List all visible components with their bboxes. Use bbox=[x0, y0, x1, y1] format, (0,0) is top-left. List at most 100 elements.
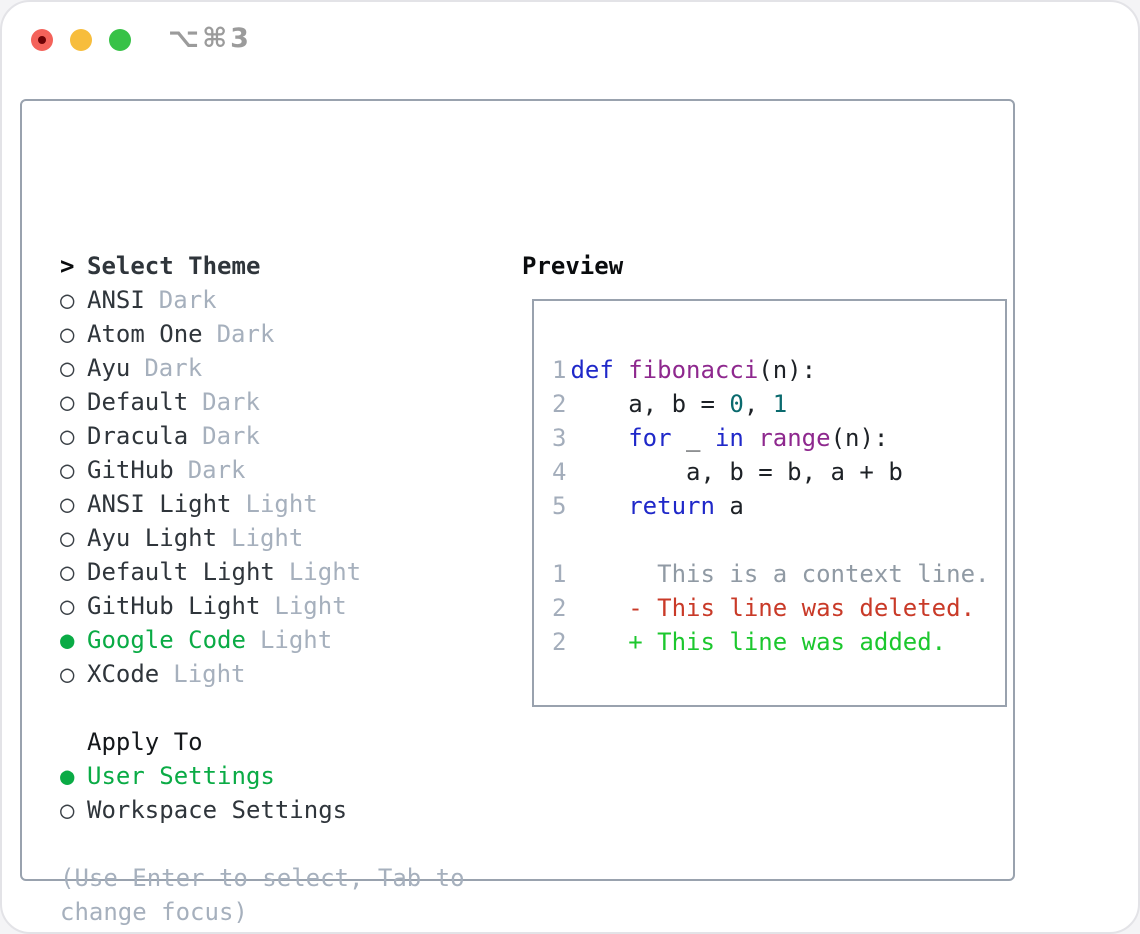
theme-name: Default Light bbox=[87, 558, 275, 586]
line-number: 3 bbox=[552, 424, 567, 452]
radio-unselected-icon: ○ bbox=[60, 796, 75, 824]
code-line: 4 a, b = b, a + b bbox=[552, 455, 989, 489]
apply-option-user-settings[interactable]: ● User Settings bbox=[60, 759, 361, 793]
theme-option-dracula-dark[interactable]: ○ Dracula Dark bbox=[60, 419, 361, 453]
keyword-token: def bbox=[570, 356, 629, 384]
theme-option-ayu-dark[interactable]: ○ Ayu Dark bbox=[60, 351, 361, 385]
radio-selected-icon: ● bbox=[60, 626, 75, 654]
theme-name: Google Code bbox=[87, 626, 246, 654]
diff-context-line: 1 This is a context line. bbox=[552, 557, 989, 591]
theme-variant: Dark bbox=[144, 354, 203, 382]
code-line: 3 for _ in range(n): bbox=[552, 421, 989, 455]
line-number: 2 bbox=[552, 628, 567, 656]
apply-option-workspace-settings[interactable]: ○ Workspace Settings bbox=[60, 793, 361, 827]
theme-name: Atom One bbox=[87, 320, 203, 348]
theme-option-ayu-light[interactable]: ○ Ayu Light Light bbox=[60, 521, 361, 555]
theme-option-ansi-light[interactable]: ○ ANSI Light Light bbox=[60, 487, 361, 521]
minimize-button[interactable] bbox=[70, 29, 92, 51]
plain-token: (n): bbox=[830, 424, 889, 452]
theme-picker-panel: > Select Theme ○ ANSI Dark ○ Atom One Da… bbox=[20, 99, 1015, 926]
theme-option-google-code-light[interactable]: ● Google Code Light bbox=[60, 623, 361, 657]
literal-token: 0 bbox=[729, 390, 744, 418]
theme-option-ansi-dark[interactable]: ○ ANSI Dark bbox=[60, 283, 361, 317]
theme-variant: Light bbox=[274, 592, 347, 620]
radio-unselected-icon: ○ bbox=[60, 456, 75, 484]
line-number: 2 bbox=[552, 390, 567, 418]
keyword-token: for bbox=[628, 424, 672, 452]
apply-option-label: Workspace Settings bbox=[87, 796, 348, 824]
theme-option-default-dark[interactable]: ○ Default Dark bbox=[60, 385, 361, 419]
theme-option-xcode-light[interactable]: ○ XCode Light bbox=[60, 657, 361, 691]
line-number: 1 bbox=[552, 356, 567, 384]
theme-name: ANSI Light bbox=[87, 490, 232, 518]
apply-option-label: User Settings bbox=[87, 762, 275, 790]
theme-list: > Select Theme ○ ANSI Dark ○ Atom One Da… bbox=[60, 249, 361, 827]
theme-name: GitHub bbox=[87, 456, 174, 484]
theme-name: Dracula bbox=[87, 422, 189, 450]
line-number: 5 bbox=[552, 492, 567, 520]
heading-label: Select Theme bbox=[87, 252, 261, 280]
theme-name: ANSI bbox=[87, 286, 145, 314]
theme-variant: Dark bbox=[216, 320, 275, 348]
plain-token bbox=[570, 492, 628, 520]
window-title: ⌥⌘3 bbox=[168, 23, 252, 54]
plain-token: (n): bbox=[758, 356, 817, 384]
focus-caret-icon: > bbox=[60, 252, 75, 280]
apply-to-heading: Apply To bbox=[60, 725, 361, 759]
added-text: + This line was added. bbox=[570, 628, 947, 656]
close-button[interactable] bbox=[31, 29, 53, 51]
theme-name: Ayu bbox=[87, 354, 131, 382]
blank-line bbox=[552, 523, 989, 557]
radio-unselected-icon: ○ bbox=[60, 660, 75, 688]
theme-name: GitHub Light bbox=[87, 592, 261, 620]
theme-variant: Light bbox=[173, 660, 246, 688]
code-line: 2 a, b = 0, 1 bbox=[552, 387, 989, 421]
keyword-token: in bbox=[714, 424, 744, 452]
code-line: 5 return a bbox=[552, 489, 989, 523]
radio-unselected-icon: ○ bbox=[60, 388, 75, 416]
radio-unselected-icon: ○ bbox=[60, 354, 75, 382]
context-text: This is a context line. bbox=[570, 560, 990, 588]
select-theme-heading: > Select Theme bbox=[60, 249, 361, 283]
theme-variant: Light bbox=[231, 524, 304, 552]
function-token: fibonacci bbox=[628, 356, 759, 384]
plain-token bbox=[744, 424, 758, 452]
plain-token: a, b = b, a + b bbox=[570, 458, 903, 486]
preview-heading: Preview bbox=[522, 252, 624, 280]
theme-variant: Dark bbox=[187, 456, 246, 484]
diff-added-line: 2 + This line was added. bbox=[552, 625, 989, 659]
radio-unselected-icon: ○ bbox=[60, 286, 75, 314]
theme-variant: Light bbox=[259, 626, 333, 654]
theme-option-github-light[interactable]: ○ GitHub Light Light bbox=[60, 589, 361, 623]
diff-deleted-line: 2 - This line was deleted. bbox=[552, 591, 989, 625]
zoom-button[interactable] bbox=[109, 29, 131, 51]
theme-variant: Dark bbox=[202, 388, 260, 416]
spacer bbox=[60, 691, 361, 725]
keyboard-hint: (Use Enter to select, Tab to change focu… bbox=[60, 864, 465, 926]
literal-token: 1 bbox=[772, 390, 788, 418]
theme-option-atom-one-dark[interactable]: ○ Atom One Dark bbox=[60, 317, 361, 351]
theme-variant: Light bbox=[288, 558, 362, 586]
radio-unselected-icon: ○ bbox=[60, 524, 75, 552]
radio-unselected-icon: ○ bbox=[60, 558, 75, 586]
theme-name: XCode bbox=[87, 660, 160, 688]
line-number: 2 bbox=[552, 594, 567, 622]
keyword-token: return bbox=[628, 492, 715, 520]
plain-token: , bbox=[743, 390, 773, 418]
plain-token: a, b = bbox=[570, 390, 730, 418]
plain-token: _ bbox=[671, 424, 715, 452]
theme-option-default-light[interactable]: ○ Default Light Light bbox=[60, 555, 361, 589]
theme-variant: Light bbox=[245, 490, 318, 518]
line-number: 4 bbox=[552, 458, 567, 486]
line-number: 1 bbox=[552, 560, 567, 588]
radio-selected-icon: ● bbox=[60, 762, 75, 790]
plain-token: a bbox=[714, 492, 744, 520]
theme-option-github-dark[interactable]: ○ GitHub Dark bbox=[60, 453, 361, 487]
theme-variant: Dark bbox=[158, 286, 217, 314]
deleted-text: - This line was deleted. bbox=[570, 594, 976, 622]
theme-name: Ayu Light bbox=[87, 524, 218, 552]
